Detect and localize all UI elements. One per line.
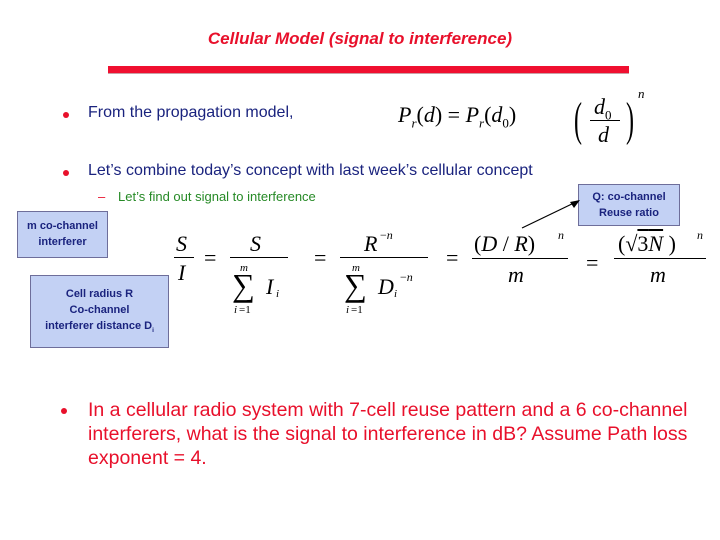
callout-interferer: m co-channel interferer — [17, 211, 108, 258]
bullet-combine: Let’s combine today’s concept with last … — [88, 162, 533, 179]
question-text: In a cellular radio system with 7-cell r… — [88, 399, 688, 469]
slide-title: Cellular Model (signal to interference) — [207, 29, 513, 48]
propagation-equation: Pr(d) = Pr(d0) ( d0 d ) n — [398, 86, 645, 147]
bullet-propagation: From the propagation model, — [88, 104, 294, 121]
bullet-dot — [63, 112, 69, 118]
sub-bullet-signal: Let’s find out signal to interference — [118, 189, 316, 204]
callout-question: Q: co-channel Reuse ratio — [578, 184, 680, 226]
bullet-dot — [63, 170, 69, 176]
title-divider — [108, 66, 629, 73]
callout-cell: Cell radius R Co-channel interferer dist… — [30, 275, 169, 348]
sub-bullet-dash: – — [98, 189, 106, 204]
bullet-dot — [61, 408, 67, 414]
arrow-icon — [521, 200, 580, 229]
